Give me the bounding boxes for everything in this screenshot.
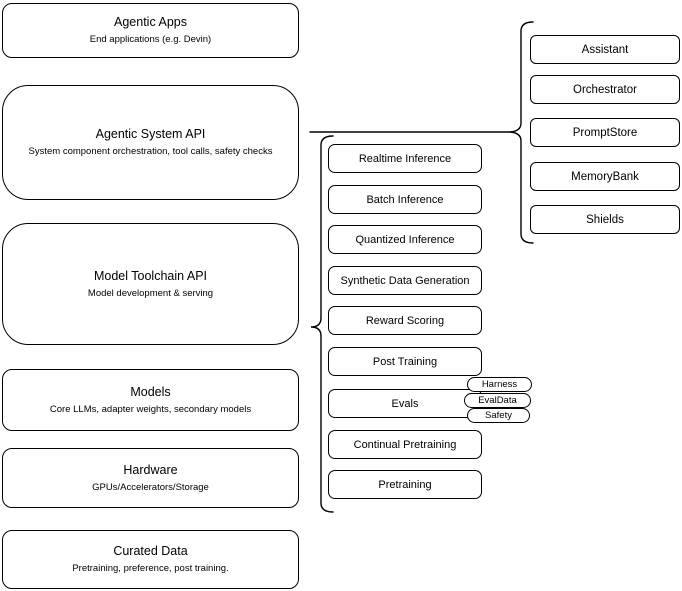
node-label: Reward Scoring xyxy=(365,314,445,327)
node-agentic-apps: Agentic Apps End applications (e.g. Devi… xyxy=(2,3,299,58)
node-hardware: Hardware GPUs/Accelerators/Storage xyxy=(2,448,299,508)
tag-harness: Harness xyxy=(467,377,532,392)
tag-label: Harness xyxy=(481,379,518,390)
node-label: Orchestrator xyxy=(573,83,637,96)
tag-evaldata: EvalData xyxy=(464,393,531,408)
node-pretraining: Pretraining xyxy=(328,470,482,499)
node-label: Pretraining xyxy=(378,478,432,491)
node-subtitle: Pretraining, preference, post training. xyxy=(72,563,229,575)
node-label: Synthetic Data Generation xyxy=(340,274,470,287)
node-label: Shields xyxy=(586,213,624,226)
node-quantized-inference: Quantized Inference xyxy=(328,225,482,254)
tag-safety: Safety xyxy=(467,408,530,423)
toolchain-services-brace xyxy=(310,135,334,513)
node-label: Post Training xyxy=(372,355,438,368)
node-title: Agentic System API xyxy=(95,127,206,142)
tag-label: EvalData xyxy=(478,395,517,406)
node-model-toolchain-api: Model Toolchain API Model development & … xyxy=(2,223,299,345)
node-subtitle: GPUs/Accelerators/Storage xyxy=(92,481,209,493)
system-components-brace xyxy=(507,21,534,244)
node-label: Assistant xyxy=(581,43,629,56)
node-title: Agentic Apps xyxy=(114,15,187,30)
node-evals: Evals xyxy=(328,389,482,418)
node-memorybank: MemoryBank xyxy=(530,162,680,191)
node-models: Models Core LLMs, adapter weights, secon… xyxy=(2,369,299,431)
node-subtitle: Core LLMs, adapter weights, secondary mo… xyxy=(49,403,252,415)
node-title: Hardware xyxy=(123,462,178,477)
node-label: Quantized Inference xyxy=(355,233,455,246)
node-label: Realtime Inference xyxy=(358,152,452,165)
node-reward-scoring: Reward Scoring xyxy=(328,306,482,335)
tag-label: Safety xyxy=(485,410,512,421)
node-label: PromptStore xyxy=(572,126,638,139)
node-subtitle: System component orchestration, tool cal… xyxy=(28,146,273,158)
node-continual-pretraining: Continual Pretraining xyxy=(328,430,482,459)
node-synthetic-data-generation: Synthetic Data Generation xyxy=(328,266,482,295)
node-subtitle: End applications (e.g. Devin) xyxy=(89,34,212,46)
node-realtime-inference: Realtime Inference xyxy=(328,144,482,173)
node-batch-inference: Batch Inference xyxy=(328,185,482,214)
node-post-training: Post Training xyxy=(328,347,482,376)
node-curated-data: Curated Data Pretraining, preference, po… xyxy=(2,530,299,589)
node-label: Continual Pretraining xyxy=(353,438,457,451)
node-assistant: Assistant xyxy=(530,35,680,64)
node-label: Batch Inference xyxy=(366,193,444,206)
node-title: Curated Data xyxy=(113,544,188,559)
node-title: Model Toolchain API xyxy=(93,268,208,283)
node-shields: Shields xyxy=(530,205,680,234)
node-agentic-system-api: Agentic System API System component orch… xyxy=(2,85,299,200)
node-label: Evals xyxy=(391,397,419,410)
node-subtitle: Model development & serving xyxy=(87,287,214,299)
node-orchestrator: Orchestrator xyxy=(530,75,680,104)
node-label: MemoryBank xyxy=(571,170,639,183)
node-title: Models xyxy=(130,384,171,399)
node-promptstore: PromptStore xyxy=(530,118,680,147)
